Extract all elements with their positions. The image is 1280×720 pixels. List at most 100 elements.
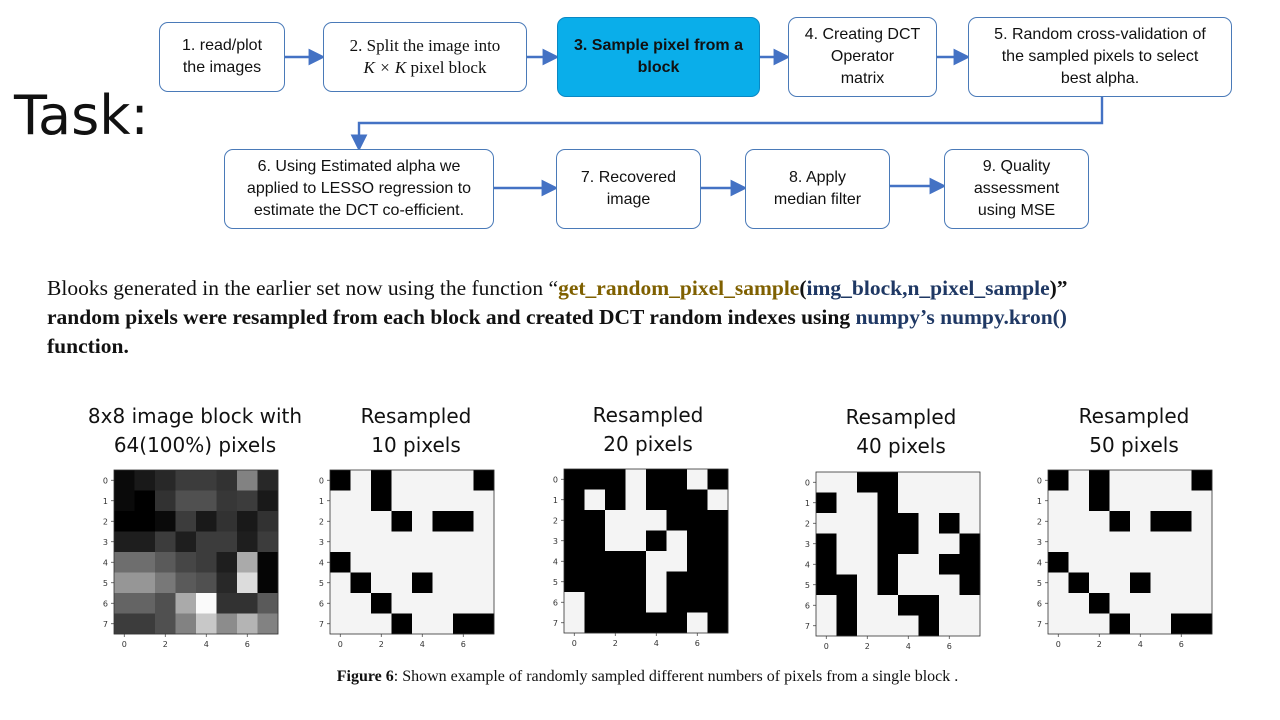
pixel-cell: [432, 470, 454, 491]
y-tick-label: 7: [805, 622, 810, 631]
x-tick-label: 4: [1138, 640, 1143, 649]
pixel-cell: [939, 615, 960, 637]
numpy-ref: numpy’s: [855, 305, 935, 329]
pixel-cell: [836, 472, 858, 493]
pixel-cell: [350, 511, 372, 532]
pixel-cell: [605, 612, 626, 634]
pixel-cell: [687, 530, 708, 552]
pixel-cell: [257, 531, 279, 553]
y-tick-label: 5: [553, 578, 558, 587]
pixel-cell: [646, 510, 667, 531]
pixel-cell: [836, 615, 858, 637]
pixel-cell: [473, 470, 495, 491]
x-tick-label: 4: [204, 640, 209, 649]
pixel-cell: [1048, 531, 1069, 553]
pixel-cell: [1089, 511, 1110, 532]
pixel-cell: [350, 572, 372, 594]
x-tick-label: 2: [379, 640, 384, 649]
pixel-cell: [175, 511, 197, 532]
y-tick-label: 7: [319, 620, 324, 629]
pixel-cell: [216, 511, 238, 532]
pixel-cell: [237, 593, 258, 614]
pixel-cell: [1150, 490, 1172, 512]
pixel-cell: [898, 595, 919, 616]
pixel-cell: [350, 613, 372, 635]
y-tick-label: 0: [103, 476, 108, 485]
pixel-cell: [216, 470, 238, 491]
pixel-cell: [175, 593, 197, 614]
pixel-cell: [432, 511, 454, 532]
pixel-cell: [371, 613, 392, 635]
plot-frame: [113, 469, 279, 635]
pixel-cell: [1130, 470, 1151, 491]
pixel-cell: [453, 531, 474, 553]
pixel-cell: [175, 552, 197, 573]
pixel-cell: [625, 551, 647, 572]
pixel-cell: [350, 552, 372, 573]
pixel-cell: [1191, 470, 1213, 491]
pixel-cell: [564, 551, 585, 572]
pixel-cell: [1109, 593, 1131, 614]
y-tick-label: 0: [805, 478, 810, 487]
y-tick-label: 5: [103, 579, 108, 588]
pixel-cell: [114, 490, 135, 512]
x-tick-label: 6: [461, 640, 466, 649]
y-tick-label: 7: [1037, 620, 1042, 629]
pixel-cell: [1089, 593, 1110, 614]
x-tick-label: 0: [1056, 640, 1061, 649]
pixel-cell: [687, 469, 708, 490]
y-tick-label: 1: [805, 499, 810, 508]
pixel-cell: [237, 490, 258, 512]
y-tick-label: 1: [553, 496, 558, 505]
pixel-cell: [330, 593, 351, 614]
pixel-cell: [1068, 613, 1090, 635]
pixel-cell: [196, 511, 217, 532]
pixel-cell: [1130, 511, 1151, 532]
pixel-cell: [918, 492, 940, 514]
pixel-cell: [666, 571, 688, 593]
pixel-cell: [877, 554, 899, 575]
pixel-cell: [371, 572, 392, 594]
pixel-cell: [1048, 511, 1069, 532]
pixel-cell: [1109, 613, 1131, 635]
pixel-cell: [1068, 490, 1090, 512]
pixel-cell: [877, 492, 899, 514]
pixel-cell: [371, 490, 392, 512]
pixel-cell: [816, 595, 837, 616]
pixel-cell: [605, 530, 626, 552]
pixel-cell: [196, 613, 217, 635]
y-tick-label: 0: [553, 475, 558, 484]
pixel-cell: [877, 533, 899, 555]
pixel-cell: [257, 572, 279, 594]
x-tick-label: 2: [613, 639, 618, 648]
pixel-cell: [257, 470, 279, 491]
pixel-cell: [584, 510, 606, 531]
pixel-cell: [1130, 531, 1151, 553]
pixel-cell: [898, 492, 919, 514]
pixel-cell: [939, 472, 960, 493]
pixel-cell: [898, 615, 919, 637]
pixel-cell: [857, 492, 878, 514]
y-tick-label: 3: [1037, 538, 1042, 547]
pixel-cell: [216, 552, 238, 573]
pixel-cell: [707, 592, 729, 613]
pixel-cell: [432, 531, 454, 553]
pixel-cell: [584, 469, 606, 490]
pixel-cell: [564, 592, 585, 613]
pixel-cell: [350, 531, 372, 553]
pixel-cell: [196, 572, 217, 594]
pixel-cell: [959, 513, 981, 534]
pixel-cell: [564, 510, 585, 531]
pixel-cell: [473, 490, 495, 512]
pixel-cell: [1191, 572, 1213, 594]
pixel-cell: [196, 552, 217, 573]
pixel-cell: [1171, 552, 1192, 573]
